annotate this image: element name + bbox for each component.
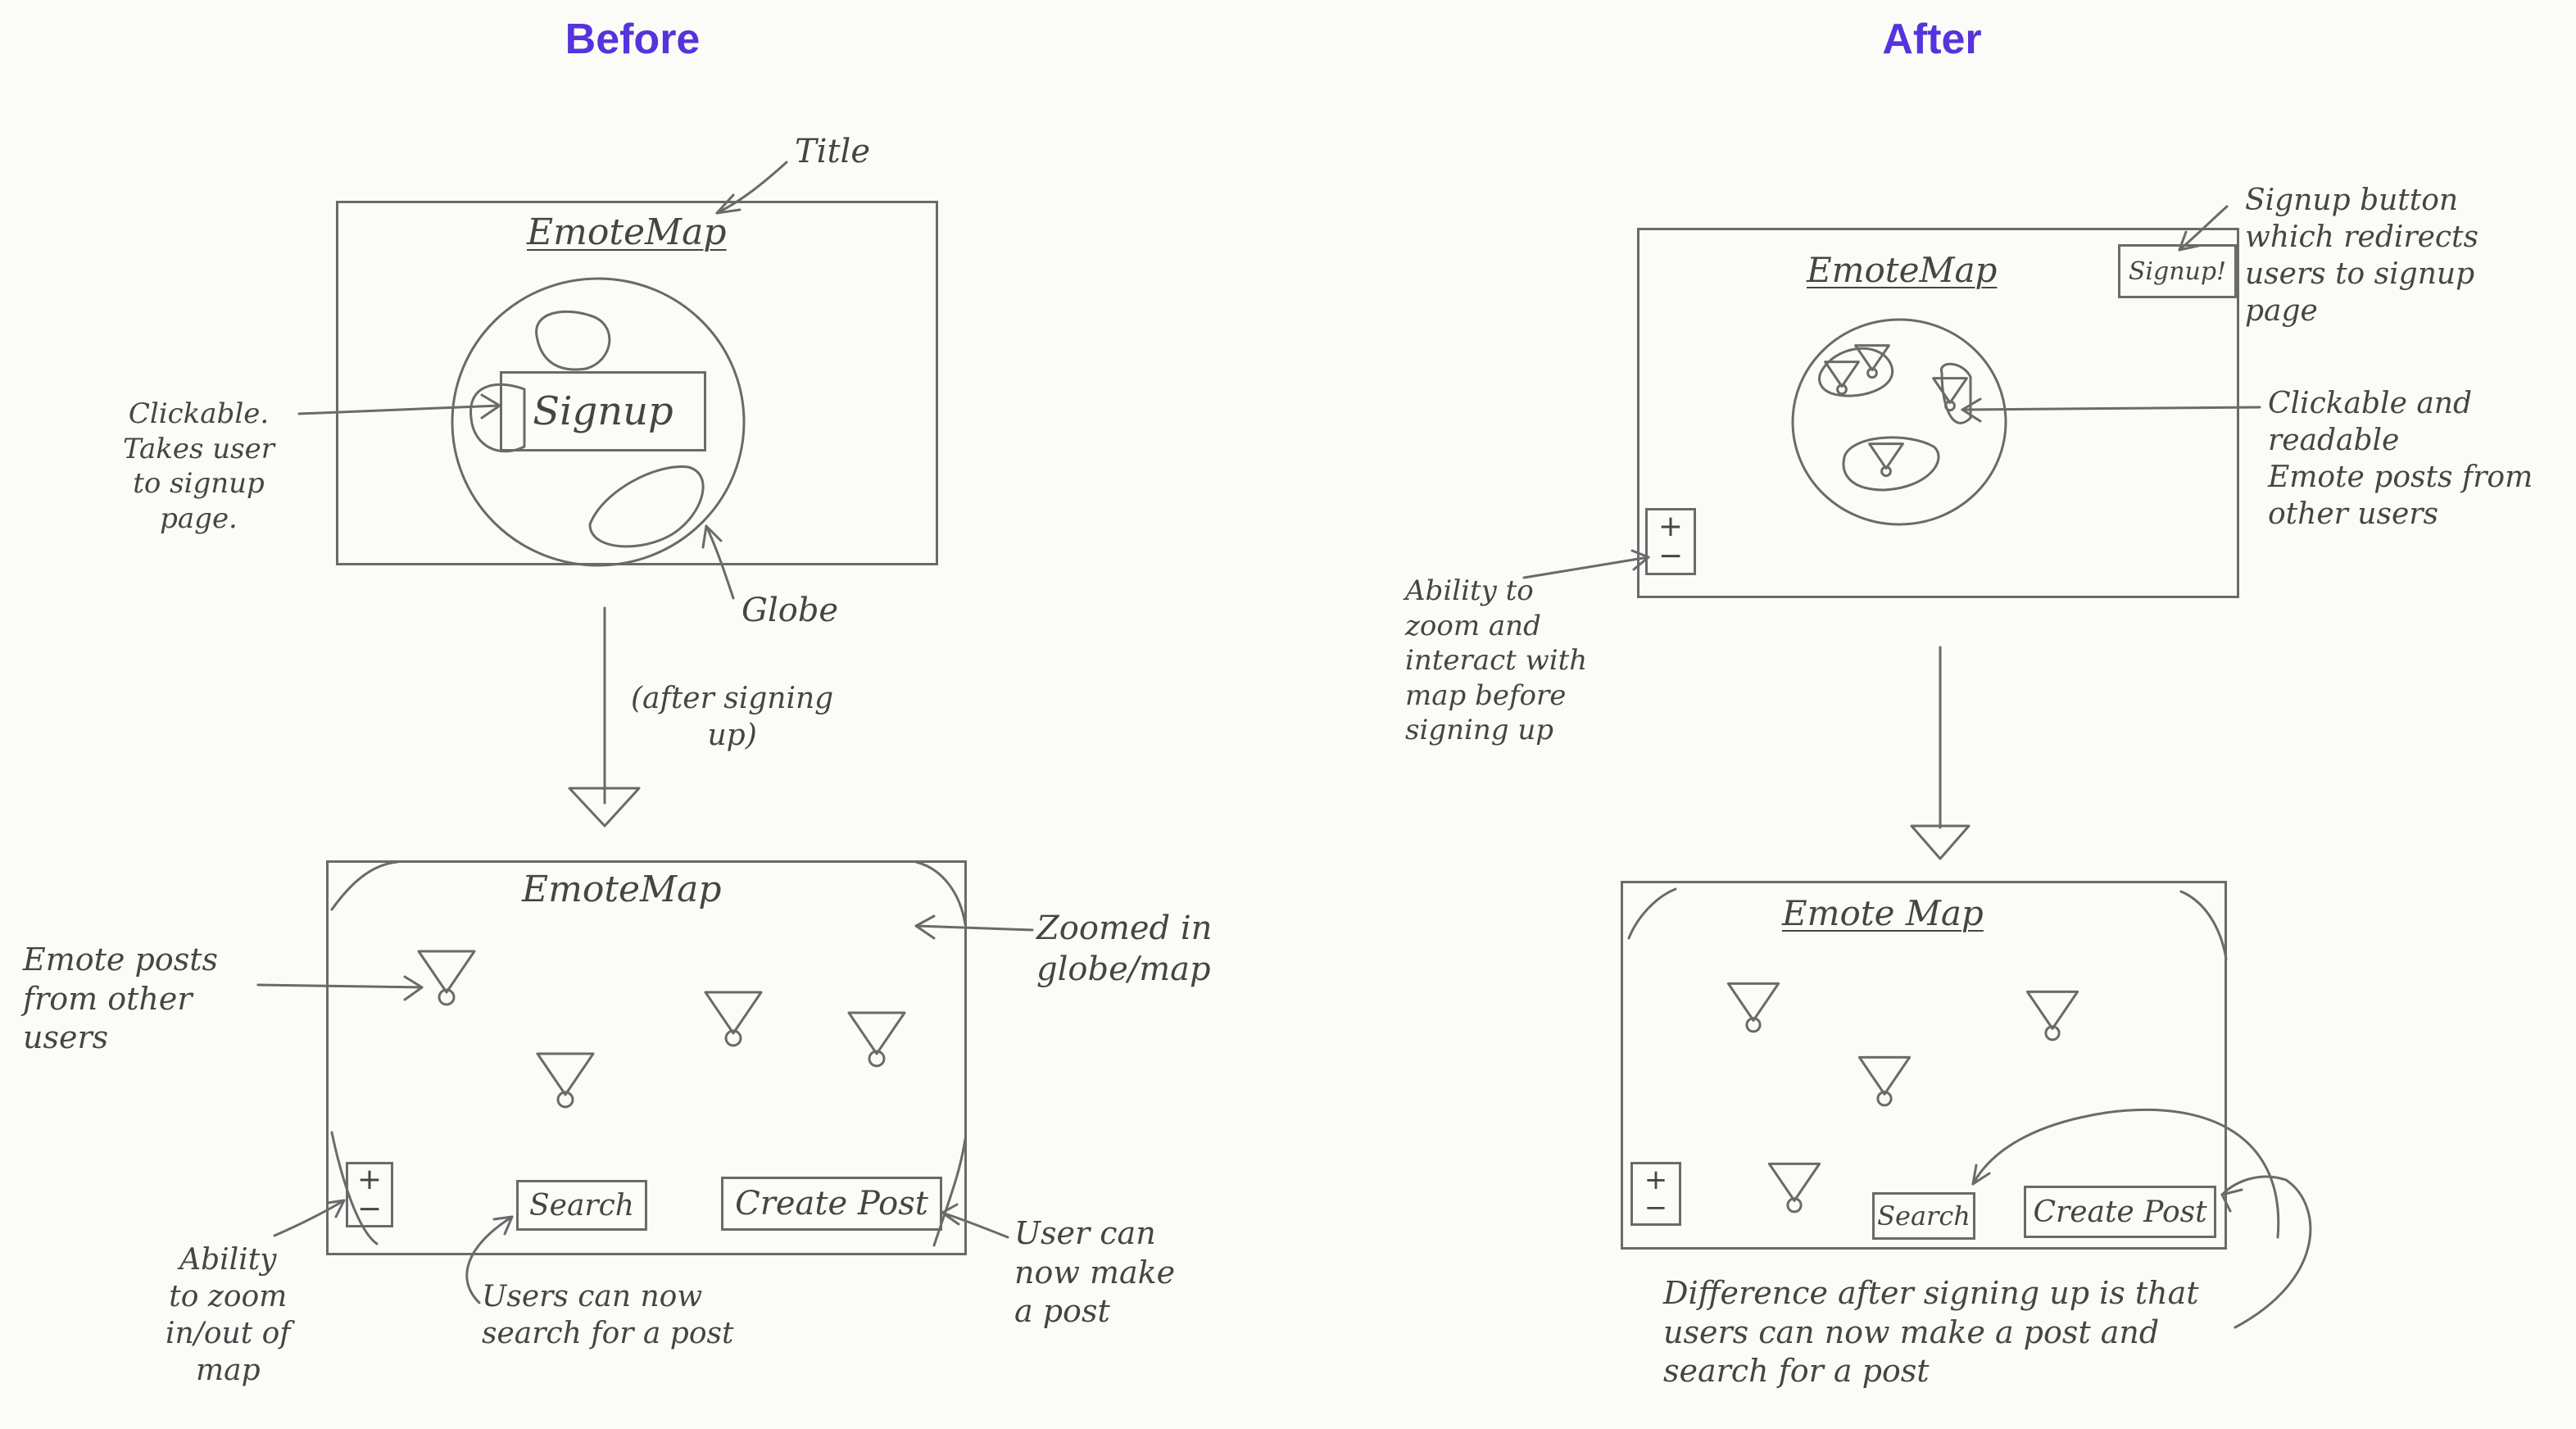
zoom-out-icon[interactable]: −	[1644, 1191, 1668, 1224]
after-bottom-zoom-control[interactable]: + −	[1630, 1162, 1681, 1226]
emote-pin-icon[interactable]	[847, 1011, 906, 1068]
after-signing-up-annotation: (after signing up)	[631, 682, 834, 752]
emote-pin-icon[interactable]	[1932, 377, 1968, 412]
clickable-ann-arrow	[1961, 406, 2261, 411]
difference-annotation: Difference after signing up is that user…	[1663, 1275, 2199, 1389]
zoom-out-icon[interactable]: −	[356, 1192, 383, 1226]
emote-pin-icon[interactable]	[1726, 982, 1780, 1033]
zoomed-in-annotation: Zoomed in globe/map	[1036, 910, 1213, 988]
before-zoom-control[interactable]: + −	[346, 1162, 393, 1227]
emote-pin-icon[interactable]	[2025, 990, 2079, 1041]
before-bottom-app-title: EmoteMap	[522, 869, 722, 910]
after-top-zoom-control[interactable]: + −	[1645, 508, 1696, 575]
emote-pin-icon[interactable]	[1824, 361, 1860, 396]
search-loop	[1971, 1109, 2280, 1239]
after-transition-head	[1910, 824, 1971, 860]
search-annotation: Users can now search for a post	[482, 1280, 734, 1350]
emote-pin-icon[interactable]	[1857, 1055, 1912, 1107]
zoomed-arrow	[914, 924, 1034, 932]
before-bottom-frame	[326, 860, 967, 1255]
before-top-frame	[336, 201, 938, 565]
continent-left	[469, 383, 526, 453]
emote-pin-icon[interactable]	[704, 991, 763, 1047]
globe-annotation: Globe	[742, 592, 839, 629]
clickable-arrow	[297, 404, 501, 415]
globe-outline	[451, 277, 746, 567]
zoom-out-icon[interactable]: −	[1658, 539, 1684, 573]
post-arrow	[941, 1211, 1009, 1239]
after-heading: After	[1882, 16, 1982, 63]
continent-top	[535, 310, 611, 371]
zoom-ann-arrow	[1522, 556, 1650, 579]
zoom-in-icon[interactable]: +	[1658, 510, 1684, 543]
zoom-in-icon[interactable]: +	[1644, 1164, 1668, 1196]
signup-button-annotation: Signup button which redirects users to s…	[2245, 184, 2478, 328]
emote-pin-icon[interactable]	[1854, 344, 1890, 379]
before-search-button[interactable]: Search	[516, 1180, 647, 1231]
after-bottom-frame	[1621, 881, 2227, 1250]
after-search-button[interactable]: Search	[1872, 1192, 1975, 1240]
after-top-frame	[1637, 228, 2239, 598]
after-bottom-app-title: Emote Map	[1782, 893, 1984, 933]
emote-pin-icon[interactable]	[1767, 1162, 1821, 1214]
after-top-app-title: EmoteMap	[1807, 250, 1998, 290]
clickable-posts-annotation: Clickable and readable Emote posts from …	[2268, 387, 2533, 531]
title-arrow	[715, 161, 788, 215]
search-arrow	[465, 1215, 514, 1304]
before-heading: Before	[565, 16, 701, 63]
continent-bottom	[588, 465, 705, 548]
emote-posts-arrow	[256, 983, 424, 989]
title-annotation: Title	[795, 133, 871, 170]
clickable-annotation: Clickable. Takes user to signup page.	[123, 397, 275, 535]
emote-pin-icon[interactable]	[417, 950, 476, 1006]
zoom-interact-annotation: Ability to zoom and interact with map be…	[1405, 574, 1588, 746]
before-create-post-button[interactable]: Create Post	[721, 1177, 942, 1231]
emote-pin-icon[interactable]	[536, 1052, 595, 1109]
emote-posts-annotation: Emote posts from other users	[23, 941, 218, 1055]
before-signup-button[interactable]: Signup	[500, 371, 706, 451]
before-top-app-title: EmoteMap	[527, 211, 727, 253]
before-transition-head	[568, 787, 641, 828]
zoom-in-icon[interactable]: +	[356, 1163, 383, 1196]
zoom-ability-annotation: Ability to zoom in/out of map	[166, 1243, 291, 1387]
after-signup-button[interactable]: Signup!	[2118, 244, 2237, 298]
globe-arrow	[705, 524, 735, 600]
difference-loop	[2220, 1175, 2312, 1329]
emote-pin-icon[interactable]	[1868, 442, 1904, 478]
after-create-post-button[interactable]: Create Post	[2024, 1186, 2216, 1238]
after-globe-outline	[1791, 318, 2007, 526]
zoom-ability-arrow	[273, 1199, 346, 1237]
create-post-annotation: User can now make a post	[1014, 1215, 1176, 1329]
